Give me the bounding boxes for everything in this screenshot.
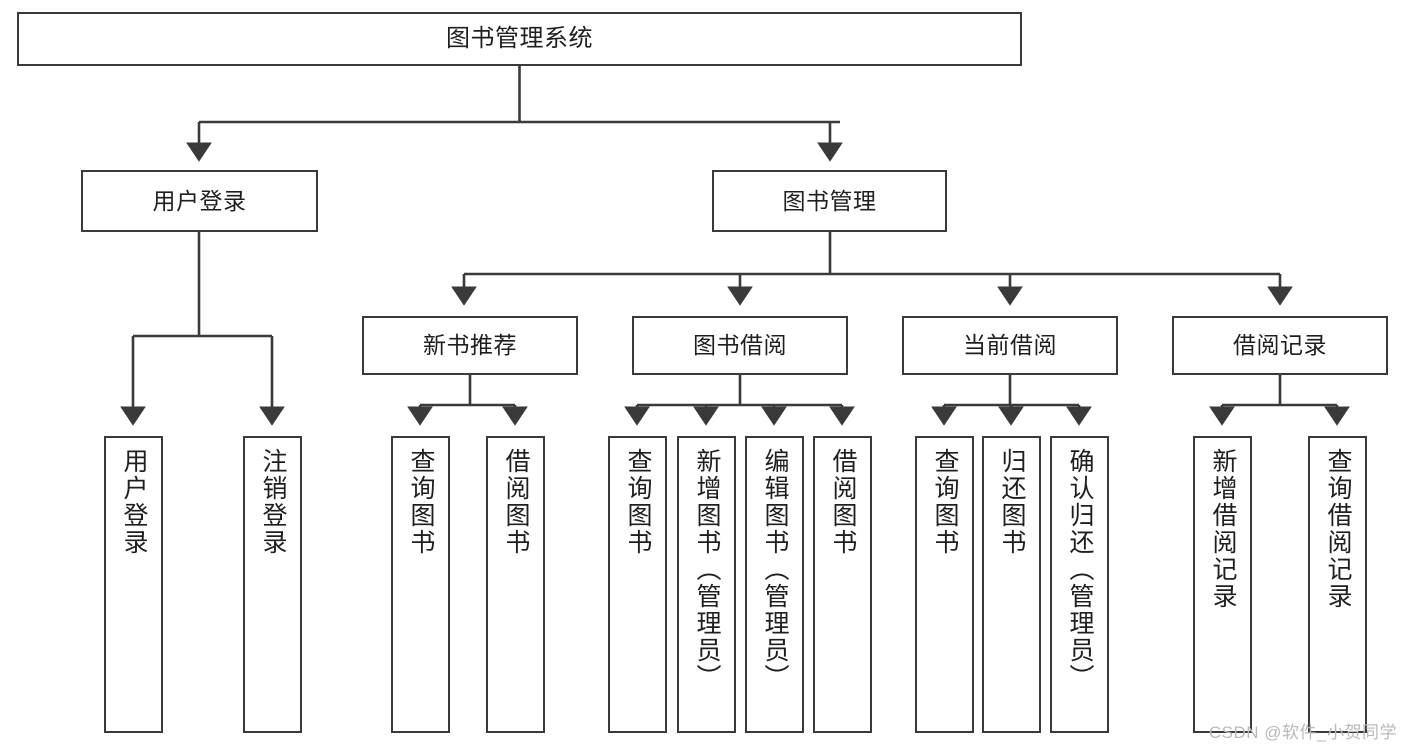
leaf-add-borrow-record-label: 新增借阅记录 — [1209, 448, 1237, 610]
node-user-login[interactable]: 用户登录 — [81, 170, 318, 232]
leaf-logout[interactable]: 注销登录 — [243, 436, 302, 733]
leaf-user-login[interactable]: 用户登录 — [104, 436, 163, 733]
leaf-confirm-return-admin[interactable]: 确认归还（管理员） — [1050, 436, 1109, 733]
leaf-add-borrow-record[interactable]: 新增借阅记录 — [1193, 436, 1252, 733]
node-current-borrow-label: 当前借阅 — [963, 332, 1057, 359]
leaf-query-book-new-label: 查询图书 — [407, 448, 435, 556]
leaf-add-book-admin-label: 新增图书（管理员） — [693, 448, 721, 691]
leaf-borrow-book-label: 借阅图书 — [829, 448, 857, 556]
leaf-edit-book-admin[interactable]: 编辑图书（管理员） — [745, 436, 804, 733]
node-borrow-record[interactable]: 借阅记录 — [1172, 316, 1388, 375]
leaf-borrow-book-new-label: 借阅图书 — [502, 448, 530, 556]
leaf-query-book-borrow[interactable]: 查询图书 — [608, 436, 667, 733]
leaf-query-borrow-record[interactable]: 查询借阅记录 — [1308, 436, 1367, 733]
leaf-edit-book-admin-label: 编辑图书（管理员） — [761, 448, 789, 691]
node-borrow-record-label: 借阅记录 — [1233, 332, 1327, 359]
leaf-query-book-borrow-label: 查询图书 — [624, 448, 652, 556]
leaf-return-book[interactable]: 归还图书 — [982, 436, 1041, 733]
watermark-text: CSDN @软件_小贺同学 — [1208, 723, 1397, 742]
leaf-borrow-book[interactable]: 借阅图书 — [813, 436, 872, 733]
node-new-book-recommend[interactable]: 新书推荐 — [362, 316, 578, 375]
node-root[interactable]: 图书管理系统 — [17, 12, 1022, 66]
node-root-label: 图书管理系统 — [446, 25, 593, 53]
node-book-borrow-label: 图书借阅 — [693, 332, 787, 359]
node-new-book-recommend-label: 新书推荐 — [423, 332, 517, 359]
leaf-query-book-current-label: 查询图书 — [931, 448, 959, 556]
node-book-management[interactable]: 图书管理 — [712, 170, 947, 232]
node-current-borrow[interactable]: 当前借阅 — [902, 316, 1118, 375]
leaf-return-book-label: 归还图书 — [998, 448, 1026, 556]
node-book-borrow[interactable]: 图书借阅 — [632, 316, 848, 375]
node-book-management-label: 图书管理 — [782, 187, 877, 214]
leaf-user-login-label: 用户登录 — [120, 448, 148, 556]
leaf-query-borrow-record-label: 查询借阅记录 — [1324, 448, 1352, 610]
leaf-logout-label: 注销登录 — [259, 448, 287, 556]
leaf-confirm-return-admin-label: 确认归还（管理员） — [1066, 448, 1094, 691]
leaf-add-book-admin[interactable]: 新增图书（管理员） — [677, 436, 736, 733]
leaf-query-book-new[interactable]: 查询图书 — [391, 436, 450, 733]
leaf-query-book-current[interactable]: 查询图书 — [915, 436, 974, 733]
leaf-borrow-book-new[interactable]: 借阅图书 — [486, 436, 545, 733]
node-user-login-label: 用户登录 — [152, 187, 247, 214]
